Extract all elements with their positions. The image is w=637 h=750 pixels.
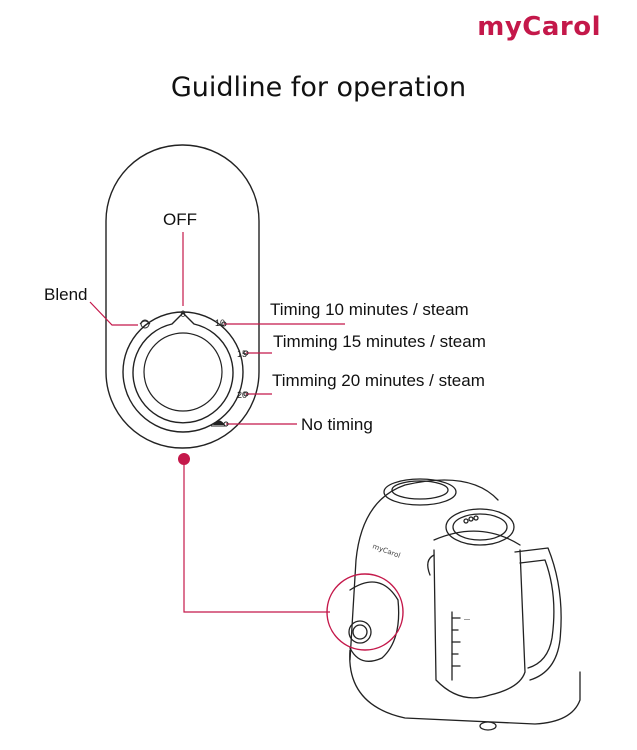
label-no-timing: No timing [301,415,373,434]
connector-dot [178,453,190,465]
svg-text:—: — [464,617,470,623]
label-blend: Blend [44,285,88,304]
knob-highlight [326,573,404,651]
label-timing-10: Timing 10 minutes / steam [270,300,469,319]
no-timing-icon [211,420,227,427]
blend-icon [139,319,151,329]
mark-fifteen: 15 [237,349,247,359]
device-brand-mark: myCarol [371,542,401,559]
page-title: Guidline for operation [170,72,467,103]
mark-zero: 0 [180,309,185,319]
mark-ten: 10 [215,318,225,328]
mark-twenty: 20 [237,390,247,400]
knob-icon[interactable] [132,312,234,424]
appliance-illustration: — [348,478,581,731]
label-timing-20: Timming 20 minutes / steam [272,371,485,390]
brand-logo: myCarol [477,12,601,42]
label-off: OFF [163,210,197,229]
label-timing-15: Timming 15 minutes / steam [273,332,486,351]
